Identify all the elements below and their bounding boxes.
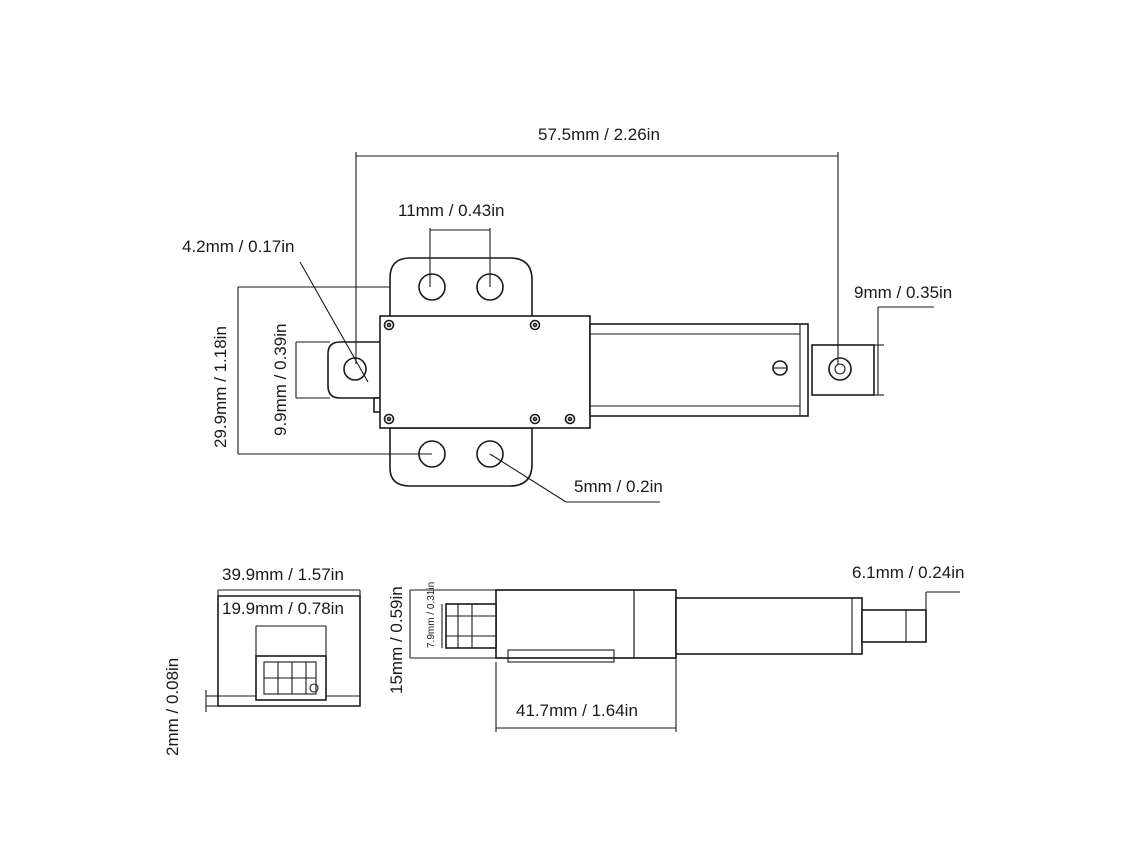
side-view [409, 589, 960, 732]
label-body-height: 15mm / 0.59in [387, 586, 406, 694]
label-end-view-width: 39.9mm / 1.57in [222, 565, 344, 584]
label-clevis-height: 7.9mm / 0.31in [426, 582, 437, 648]
screw [564, 413, 576, 425]
side-body [495, 589, 677, 659]
screw [383, 413, 395, 425]
bracket-hole [418, 273, 446, 301]
label-body-length: 41.7mm / 1.64in [516, 701, 638, 720]
top-view [237, 152, 934, 503]
side-tube [675, 597, 863, 655]
outer-tube [589, 323, 809, 417]
screw [386, 322, 392, 328]
label-rod-diameter: 6.1mm / 0.24in [852, 563, 964, 582]
screw [532, 322, 538, 328]
rod-end-hole [828, 357, 852, 381]
screw [383, 319, 395, 331]
label-rear-clevis-width: 9.9mm / 0.39in [271, 324, 290, 436]
end-view [205, 589, 361, 712]
mounting-bracket-upper [389, 257, 533, 319]
label-overall-length: 57.5mm / 2.26in [538, 125, 660, 144]
label-rod-end-width: 9mm / 0.35in [854, 283, 952, 302]
side-rod [861, 609, 927, 643]
screw [567, 416, 573, 422]
screw [386, 416, 392, 422]
label-end-view-inner-width: 19.9mm / 0.78in [222, 599, 344, 618]
label-plate-thickness: 2mm / 0.08in [163, 658, 182, 756]
gearbox-body [379, 315, 591, 429]
bracket-hole [476, 440, 504, 468]
rear-clevis [327, 341, 383, 399]
screw [529, 319, 541, 331]
screw [529, 413, 541, 425]
screw [532, 416, 538, 422]
label-bracket-hole-dia: 5mm / 0.2in [574, 477, 663, 496]
label-mount-height: 29.9mm / 1.18in [211, 326, 230, 448]
side-rear-clevis [445, 603, 497, 649]
mounting-bracket-lower [389, 427, 533, 487]
label-hole-spacing: 11mm / 0.43in [398, 201, 504, 220]
rod-end [811, 344, 875, 396]
label-mount-hole-dia: 4.2mm / 0.17in [182, 237, 294, 256]
